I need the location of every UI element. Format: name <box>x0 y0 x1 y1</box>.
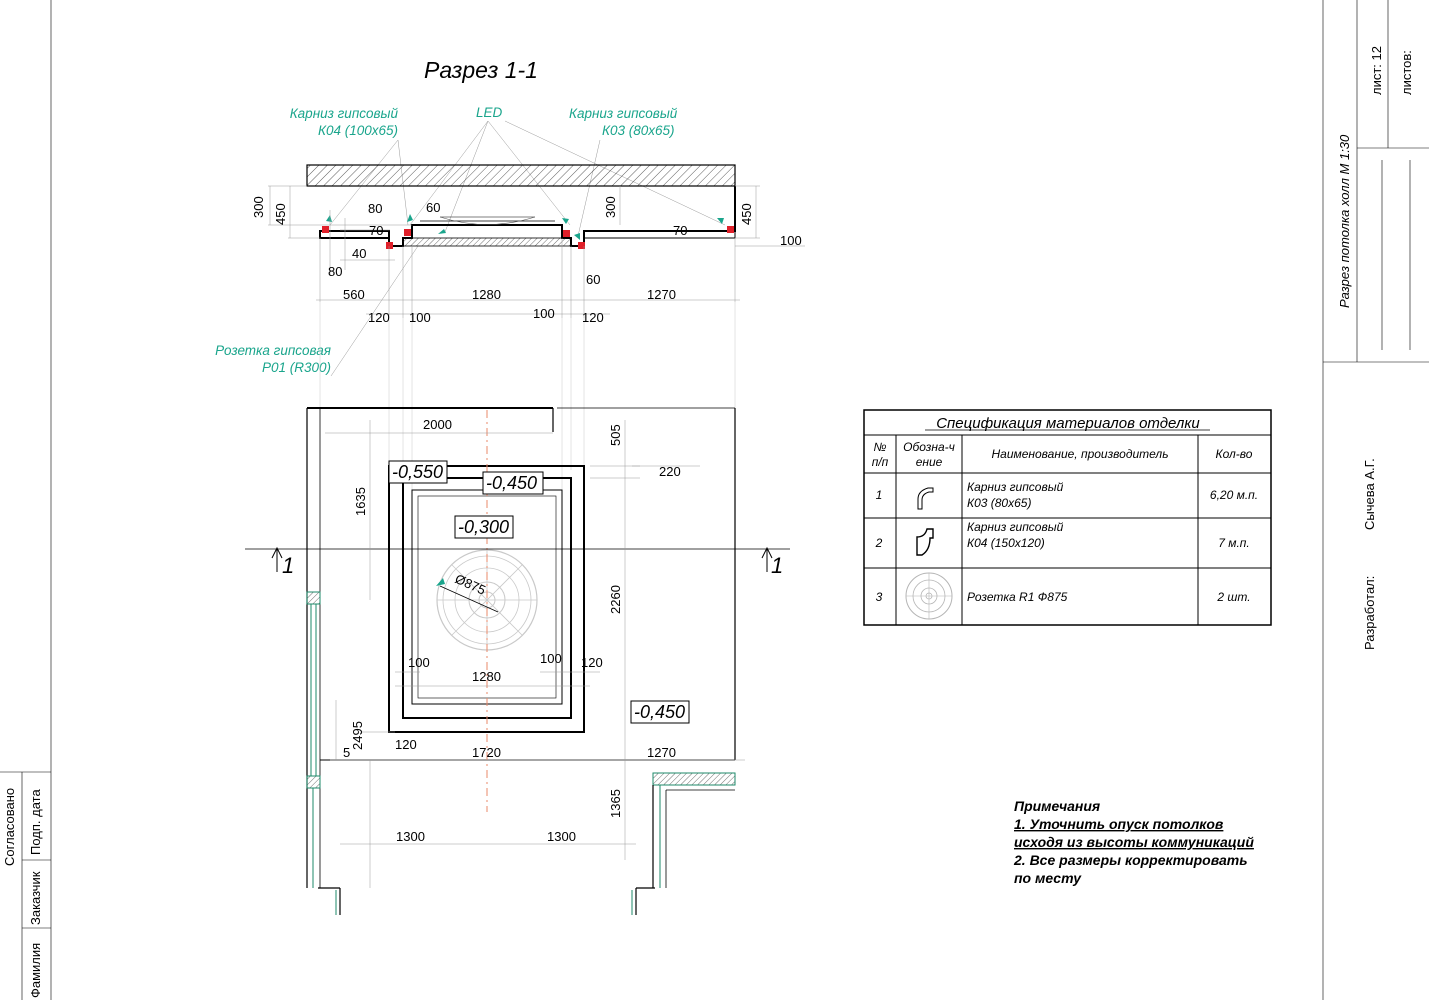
dim-1720: 1720 <box>472 745 501 760</box>
spec-header-num-2: п/п <box>872 455 889 469</box>
spec-row3-qty: 2 шт. <box>1216 590 1250 604</box>
spec-title: Спецификация материалов отделки <box>936 415 1200 432</box>
dim-1280-plan: 1280 <box>472 669 501 684</box>
concrete-slab <box>306 164 736 187</box>
dim-100-mid: 100 <box>533 306 555 321</box>
section-title: Разрез 1-1 <box>424 57 538 83</box>
dim-70-left: 70 <box>369 223 383 238</box>
dim-220: 220 <box>659 464 681 479</box>
callout-led: LED <box>476 105 503 120</box>
dim-1300-left: 1300 <box>396 829 425 844</box>
dim-120-left: 120 <box>368 310 390 325</box>
dim-100-right: 100 <box>780 233 802 248</box>
spec-row2-qty: 7 м.п. <box>1218 536 1250 550</box>
dim-1635: 1635 <box>353 487 368 516</box>
callout-rosette-2: Р01 (R300) <box>262 360 331 375</box>
dim-120-plan-bottom: 120 <box>395 737 417 752</box>
spec-header-qty: Кол-во <box>1216 447 1253 461</box>
spec-row3-num: 3 <box>876 590 883 604</box>
spec-row2-name-2: К04 (150х120) <box>967 536 1045 550</box>
rosette-icon <box>905 572 953 620</box>
section-mark-right: 1 <box>771 553 783 578</box>
dim-1365: 1365 <box>608 789 623 818</box>
ceiling-rosette <box>436 549 538 651</box>
spec-row1-name-1: Карниз гипсовый <box>967 480 1064 494</box>
dim-120-right: 120 <box>582 310 604 325</box>
dim-60-bottom: 60 <box>586 272 600 287</box>
dim-1270-section: 1270 <box>647 287 676 302</box>
dim-40: 40 <box>352 246 366 261</box>
section-cut-line <box>245 546 790 572</box>
notes-line-3: 2. Все размеры корректировать <box>1013 852 1248 868</box>
plan-dimension-lines <box>325 420 745 888</box>
dim-60-top: 60 <box>426 200 440 215</box>
callout-cornice-left-2: К04 (100х65) <box>318 123 398 138</box>
dim-300-left: 300 <box>251 196 266 218</box>
spec-header-num-1: № <box>874 440 887 454</box>
dim-100-plan-left: 100 <box>408 655 430 670</box>
callout-cornice-right-1: Карниз гипсовый <box>569 106 678 121</box>
dim-1300-right: 1300 <box>547 829 576 844</box>
dim-5: 5 <box>343 745 350 760</box>
spec-row1-name-2: К03 (80х65) <box>967 496 1031 510</box>
dim-560: 560 <box>343 287 365 302</box>
level-marks <box>388 460 690 724</box>
level-450-top: -0,450 <box>486 473 537 493</box>
spec-table <box>863 409 1272 626</box>
spec-row3-name-1: Розетка R1 Ф875 <box>967 590 1068 604</box>
spec-row2-name-1: Карниз гипсовый <box>967 520 1064 534</box>
spec-row1-qty: 6,20 м.п. <box>1210 488 1258 502</box>
notes-line-4: по месту <box>1014 870 1082 886</box>
callout-cornice-right-2: К03 (80х65) <box>602 123 675 138</box>
callout-rosette-1: Розетка гипсовая <box>215 343 331 358</box>
dim-300-right: 300 <box>603 196 618 218</box>
dim-80-bottom: 80 <box>328 264 342 279</box>
spec-row2-num: 2 <box>875 536 883 550</box>
developed-label: Разработал: <box>1362 576 1377 650</box>
dim-100-left: 100 <box>409 310 431 325</box>
dim-70-right: 70 <box>673 223 687 238</box>
notes-line-2: исходя из высоты коммуникаций <box>1014 834 1254 850</box>
section-dimension-lines <box>268 185 805 318</box>
dim-2260: 2260 <box>608 585 623 614</box>
dim-2495: 2495 <box>350 721 365 750</box>
section-mark-left: 1 <box>282 553 294 578</box>
dim-505: 505 <box>608 424 623 446</box>
dim-100-plan-right: 100 <box>540 651 562 666</box>
spec-row1-num: 1 <box>876 488 883 502</box>
notes-heading: Примечания <box>1014 798 1100 814</box>
callout-cornice-left-1: Карниз гипсовый <box>290 106 399 121</box>
ceiling-plan <box>306 407 736 915</box>
level-450-side: -0,450 <box>634 702 685 722</box>
projection-lines <box>319 302 736 520</box>
sheet-count: листов: <box>1399 50 1414 95</box>
sign-date-label: Подп. дата <box>28 789 43 855</box>
dim-450-left: 450 <box>273 203 288 225</box>
dim-120-plan-right: 120 <box>581 655 603 670</box>
spec-header-code-2: ение <box>916 455 943 469</box>
sheet-number: лист: 12 <box>1369 46 1384 95</box>
developer-name: Сычева А.Г. <box>1362 458 1377 530</box>
spec-header-name: Наименование, производитель <box>991 447 1168 461</box>
surname-label: Фамилия <box>28 943 43 998</box>
sheet-title: Разрез потолка холл М 1:30 <box>1337 134 1352 308</box>
dim-1270-plan: 1270 <box>647 745 676 760</box>
approved-label: Согласовано <box>2 788 17 866</box>
notes-line-1: 1. Уточнить опуск потолков <box>1014 816 1224 832</box>
dim-450-right: 450 <box>739 203 754 225</box>
dim-2000: 2000 <box>423 417 452 432</box>
spec-header-code-1: Обозна-ч <box>903 440 955 454</box>
level-550: -0,550 <box>392 462 443 482</box>
dim-80-top: 80 <box>368 201 382 216</box>
led-markers <box>322 214 734 249</box>
dim-1280-section: 1280 <box>472 287 501 302</box>
client-label: Заказчик <box>28 871 43 925</box>
level-300: -0,300 <box>458 517 509 537</box>
